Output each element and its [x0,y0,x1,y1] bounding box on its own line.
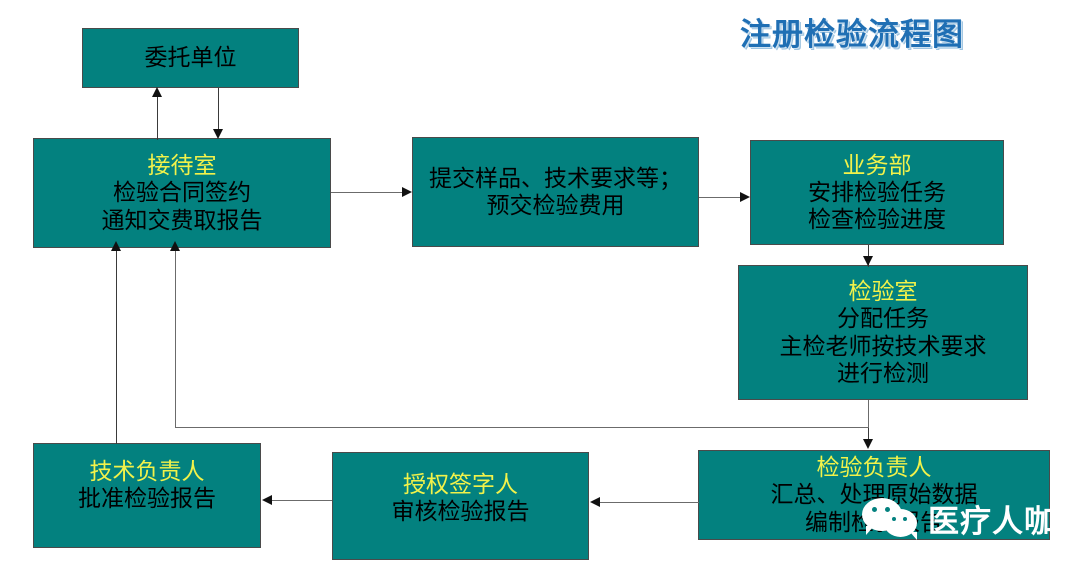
arrowhead-lab-to-inspector [863,439,873,449]
node-business[interactable]: 业务部 安排检验任务 检查检验进度 [750,140,1004,245]
arrowhead-lab-feedback-to-reception [170,241,180,251]
edge-signer-to-techlead [272,500,332,501]
node-signer-header: 授权签字人 [403,472,518,497]
node-reception-header: 接待室 [147,153,217,179]
node-business-header: 业务部 [842,152,912,178]
edge-techlead-to-reception [116,250,117,444]
arrowhead-signer-to-techlead [262,495,272,505]
node-lab-header: 检验室 [848,279,918,305]
arrowhead-reception-to-client [152,87,162,97]
node-business-line-0: 安排检验任务 [808,179,946,205]
edge-inspector-to-signer [600,502,699,503]
node-reception[interactable]: 接待室 检验合同签约 通知交费取报告 [33,138,331,248]
node-client[interactable]: 委托单位 [82,28,299,88]
node-submission-line-0: 提交样品、技术要求等； [429,165,682,191]
node-lab-line-2: 进行检测 [837,360,929,386]
node-business-line-1: 检查检验进度 [808,207,946,233]
edge-client-to-reception [218,88,219,131]
node-inspector-header: 检验负责人 [816,455,932,481]
node-client-line-0: 委托单位 [144,45,237,71]
node-reception-line-0: 检验合同签约 [113,180,251,206]
node-techlead[interactable]: 技术负责人 批准检验报告 [33,443,261,548]
node-lab[interactable]: 检验室 分配任务 主检老师按技术要求 进行检测 [738,265,1028,400]
edge-lab-feedback-down [868,400,869,428]
node-techlead-header: 技术负责人 [89,459,205,484]
node-signer-line-0: 审核检验报告 [391,499,530,525]
arrowhead-inspector-to-signer [590,497,600,507]
node-submission-line-1: 预交检验费用 [486,193,625,218]
arrowhead-reception-to-submission [402,187,412,197]
node-reception-line-1: 通知交费取报告 [101,207,263,233]
node-lab-line-0: 分配任务 [837,306,929,332]
edge-reception-to-submission [331,192,404,193]
edge-lab-feedback-horizontal [175,427,869,428]
arrowhead-techlead-to-reception [111,241,121,251]
arrowhead-business-to-lab [863,256,873,266]
edge-lab-feedback-up [175,250,176,428]
edge-reception-to-client [157,96,158,140]
node-techlead-line-0: 批准检验报告 [78,486,216,512]
arrowhead-submission-to-business [740,192,750,202]
edge-submission-to-business [699,197,742,198]
page-title: 注册检验流程图 [740,17,964,52]
node-inspector-line-0: 汇总、处理原始数据 [770,482,978,508]
arrowhead-client-to-reception [213,129,223,139]
node-submission[interactable]: 提交样品、技术要求等； 预交检验费用 [412,137,699,247]
node-inspector[interactable]: 检验负责人 汇总、处理原始数据 编制检验报告 [698,450,1050,540]
node-inspector-line-1: 编制检验报告 [805,509,943,535]
node-lab-line-1: 主检老师按技术要求 [779,333,987,359]
node-signer[interactable]: 授权签字人 审核检验报告 [332,452,589,560]
